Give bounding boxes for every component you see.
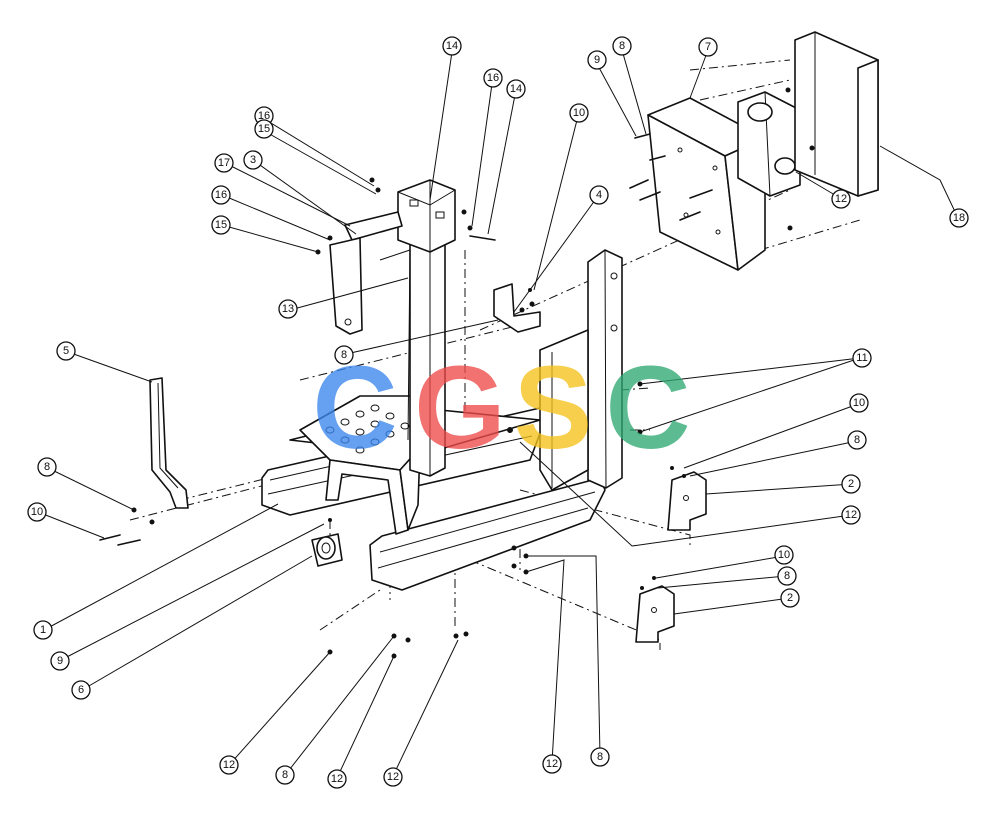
svg-text:15: 15 [258, 123, 270, 135]
svg-text:10: 10 [778, 549, 790, 561]
callout-8-mid: 8 [334, 345, 354, 365]
svg-text:7: 7 [705, 41, 711, 53]
svg-text:12: 12 [331, 773, 343, 785]
callout-6: 6 [71, 680, 91, 700]
watermark-letter-3: S [514, 342, 593, 474]
callout-12-bottom-c: 12 [383, 767, 403, 787]
svg-text:12: 12 [223, 759, 235, 771]
callout-12-bottom-a: 12 [219, 755, 239, 775]
svg-text:8: 8 [282, 769, 288, 781]
part-2-bracket-upper [667, 471, 707, 531]
part-2-bracket-lower [635, 585, 675, 643]
callout-16-left: 16 [211, 185, 231, 205]
svg-text:1: 1 [40, 624, 46, 636]
svg-text:2: 2 [848, 478, 854, 490]
assembly-drawing [99, 31, 879, 659]
svg-text:4: 4 [596, 189, 602, 201]
svg-text:10: 10 [573, 107, 585, 119]
svg-text:16: 16 [215, 189, 227, 201]
callout-10-right-upper: 10 [849, 393, 869, 413]
callout-1: 1 [33, 620, 53, 640]
rear-post [587, 249, 623, 489]
callout-9-left: 9 [50, 651, 70, 671]
callout-12-box: 12 [831, 189, 851, 209]
part-6-bearing [311, 533, 343, 567]
leader-lines [37, 49, 959, 779]
svg-text:9: 9 [57, 655, 63, 667]
callout-14-top: 14 [442, 36, 462, 56]
callout-18: 18 [949, 208, 969, 228]
part-18-cover [794, 31, 879, 197]
svg-text:13: 13 [282, 303, 294, 315]
svg-text:5: 5 [63, 345, 69, 357]
svg-text:16: 16 [487, 72, 499, 84]
callout-15-left: 15 [211, 215, 231, 235]
callout-11: 11 [852, 348, 872, 368]
callout-10-top: 10 [569, 103, 589, 123]
callout-12-bottom-d: 12 [542, 754, 562, 774]
callout-15-upper-left: 15 [254, 119, 274, 139]
svg-text:3: 3 [250, 154, 256, 166]
part-13-vertical-mast [379, 179, 456, 477]
svg-text:8: 8 [854, 434, 860, 446]
svg-text:14: 14 [446, 40, 458, 52]
callout-8-right-upper: 8 [847, 430, 867, 450]
svg-text:18: 18 [953, 212, 965, 224]
svg-text:6: 6 [78, 684, 84, 696]
svg-text:8: 8 [44, 461, 50, 473]
svg-text:8: 8 [619, 40, 625, 52]
svg-text:10: 10 [853, 397, 865, 409]
svg-text:12: 12 [835, 193, 847, 205]
cgsc-watermark: C G S C [312, 342, 690, 474]
svg-text:11: 11 [856, 352, 867, 364]
callout-9-top: 9 [587, 50, 607, 70]
callout-2-upper: 2 [841, 474, 861, 494]
watermark-letter-2: G [414, 342, 506, 474]
part-4-bracket [493, 283, 541, 333]
svg-text:15: 15 [215, 219, 227, 231]
watermark-letter-4: C [605, 342, 690, 474]
callout-5: 5 [56, 341, 76, 361]
fasteners [99, 87, 815, 659]
callout-17: 17 [214, 153, 234, 173]
part-3-bracket [329, 211, 403, 335]
callout-8-bottom-a: 8 [275, 765, 295, 785]
callout-12-right: 12 [841, 505, 861, 525]
svg-text:10: 10 [31, 506, 43, 518]
platform-holes [325, 404, 410, 454]
svg-text:8: 8 [784, 570, 790, 582]
callout-4: 4 [589, 185, 609, 205]
callout-12-bottom-b: 12 [327, 769, 347, 789]
part-5-side-guard [149, 377, 189, 509]
svg-text:8: 8 [341, 349, 347, 361]
callout-7: 7 [698, 37, 718, 57]
svg-text:9: 9 [594, 54, 600, 66]
svg-text:12: 12 [387, 771, 399, 783]
callout-bubbles: 14 16 14 16 15 17 3 16 15 13 10 4 9 8 7 … [27, 36, 969, 789]
callout-8-bottom-b: 8 [590, 747, 610, 767]
callout-8-top: 8 [612, 36, 632, 56]
watermark-letter-1: C [312, 342, 397, 474]
svg-text:12: 12 [546, 758, 558, 770]
callout-3: 3 [243, 150, 263, 170]
callout-14-mast-b: 14 [506, 79, 526, 99]
callout-8-right-lower: 8 [777, 566, 797, 586]
callout-10-right-lower: 10 [774, 545, 794, 565]
svg-text:14: 14 [510, 83, 522, 95]
callout-2-lower: 2 [780, 588, 800, 608]
callout-8-left: 8 [37, 457, 57, 477]
svg-text:12: 12 [845, 509, 857, 521]
svg-text:2: 2 [787, 592, 793, 604]
svg-text:17: 17 [218, 157, 230, 169]
switch-assembly [737, 91, 801, 197]
callout-13: 13 [278, 299, 298, 319]
callout-16-mast-a: 16 [483, 68, 503, 88]
svg-text:16: 16 [258, 110, 270, 122]
callout-10-left: 10 [27, 502, 47, 522]
side-plate [539, 329, 589, 491]
svg-text:8: 8 [597, 751, 603, 763]
